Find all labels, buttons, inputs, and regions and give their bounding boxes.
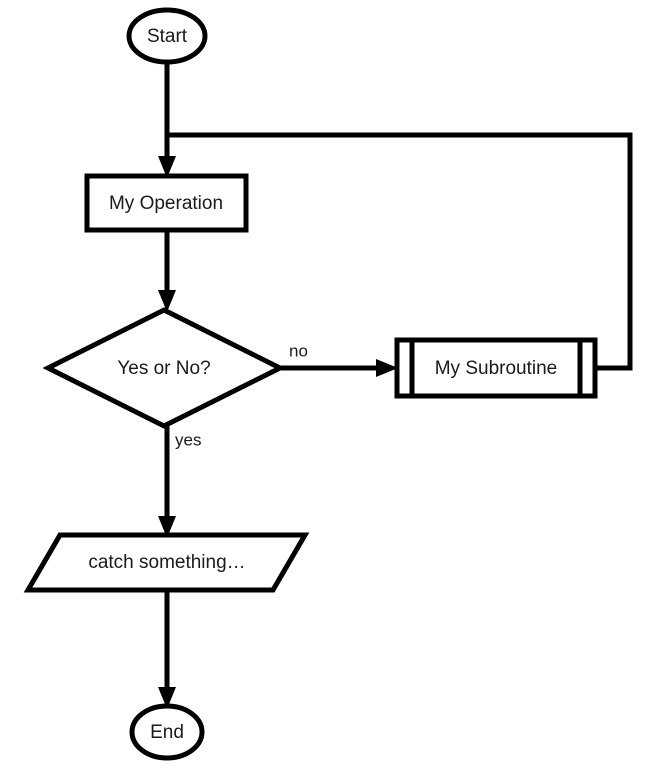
my-subroutine-rect[interactable]: [394, 337, 598, 399]
edge-operation-to-decision: [158, 230, 176, 312]
end-ellipse[interactable]: [129, 703, 205, 761]
arrowhead-down: [158, 290, 176, 312]
arrowhead-right: [376, 359, 398, 377]
node-decision[interactable]: Yes or No?: [42, 307, 286, 429]
arrowhead-down: [158, 687, 176, 709]
edge-label-yes: yes: [175, 430, 201, 449]
node-catch-something[interactable]: catch something…: [23, 532, 310, 593]
edge-catch-to-end: [158, 590, 176, 709]
arrowhead-down: [158, 156, 176, 178]
my-operation-label: My Operation: [109, 193, 223, 214]
node-start[interactable]: Start: [126, 7, 208, 65]
node-my-subroutine[interactable]: My Subroutine: [394, 337, 598, 399]
my-subroutine-label: My Subroutine: [435, 358, 558, 379]
catch-something-parallelogram[interactable]: [23, 532, 310, 593]
node-my-operation[interactable]: My Operation: [84, 173, 249, 233]
node-end[interactable]: End: [129, 703, 205, 761]
arrowhead-down: [158, 516, 176, 538]
edge-label-no: no: [289, 341, 308, 360]
edge-decision-to-subroutine: [280, 359, 398, 377]
decision-diamond[interactable]: [42, 307, 286, 429]
start-ellipse[interactable]: [126, 7, 208, 65]
edge-subroutine-to-operation: [167, 132, 633, 371]
decision-label: Yes or No?: [117, 358, 210, 379]
catch-something-label: catch something…: [88, 552, 245, 573]
my-operation-rect[interactable]: [84, 173, 249, 233]
edge-start-to-operation: [158, 62, 176, 178]
end-label: End: [150, 722, 184, 743]
start-label: Start: [147, 26, 188, 47]
edge-decision-to-catch: [158, 426, 176, 538]
